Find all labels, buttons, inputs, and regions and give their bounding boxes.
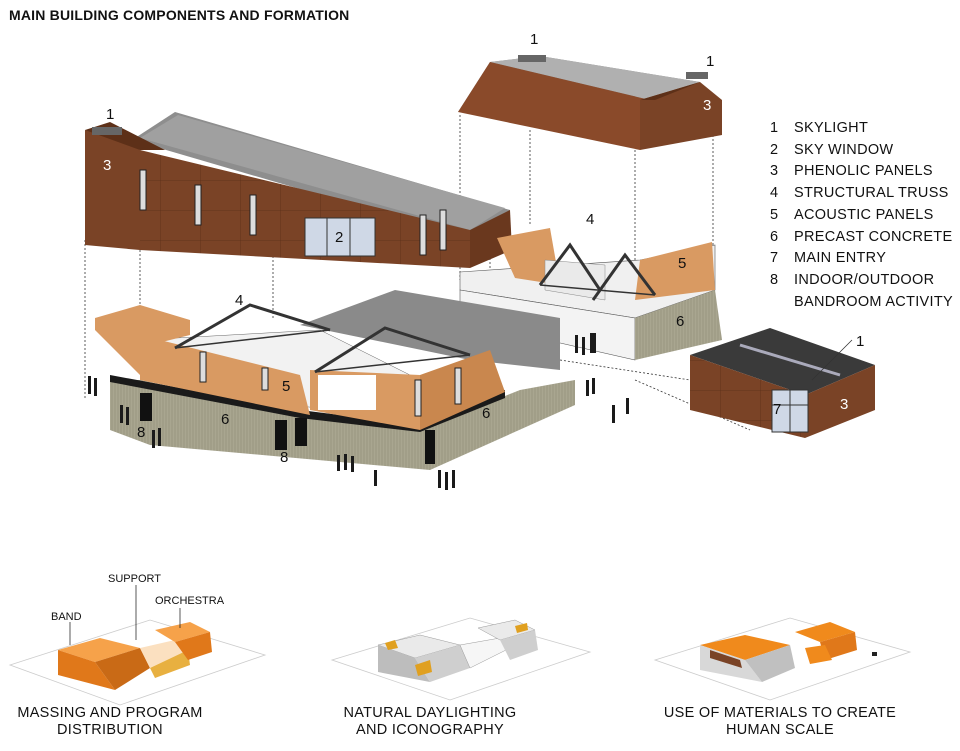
legend-label: SKY WINDOW <box>794 141 894 158</box>
materials-diagram <box>653 617 912 701</box>
callout-6-middle: 6 <box>676 313 684 330</box>
callout-6-main: 6 <box>221 411 229 428</box>
caption-line: MASSING AND PROGRAM <box>17 705 203 721</box>
legend-item: 3 PHENOLIC PANELS <box>770 161 960 183</box>
legend-label: PHENOLIC PANELS <box>794 163 933 180</box>
legend-number: 7 <box>770 250 779 267</box>
legend-label: ACOUSTIC PANELS <box>794 206 934 223</box>
callout-6-main-right: 6 <box>482 405 490 422</box>
legend-item: 4 STRUCTURAL TRUSS <box>770 183 960 205</box>
daylighting-diagram <box>330 617 592 701</box>
label-band: BAND <box>51 611 82 623</box>
legend-label: PRECAST CONCRETE <box>794 228 953 245</box>
page-title: MAIN BUILDING COMPONENTS AND FORMATION <box>9 7 350 23</box>
callout-3-upper-right: 3 <box>703 97 711 114</box>
legend-item: 2 SKY WINDOW <box>770 140 960 162</box>
upper-right-roof-module <box>458 55 722 150</box>
callout-1-upper-left: 1 <box>106 106 114 123</box>
legend-number: 4 <box>770 185 779 202</box>
legend-number: 6 <box>770 228 779 245</box>
component-legend: 1 SKYLIGHT 2 SKY WINDOW 3 PHENOLIC PANELS 4… <box>770 118 960 313</box>
callout-3-entry: 3 <box>840 396 848 413</box>
upper-left-roof-module <box>85 112 512 268</box>
callout-1-entry: 1 <box>856 333 864 350</box>
callout-5-main: 5 <box>282 378 290 395</box>
callout-7-entry: 7 <box>773 401 781 418</box>
caption-massing: MASSING AND PROGRAM DISTRIBUTION <box>10 705 210 739</box>
legend-number: 3 <box>770 163 779 180</box>
legend-item: 6 PRECAST CONCRETE <box>770 227 960 249</box>
legend-number: 2 <box>770 141 779 158</box>
legend-item: 7 MAIN ENTRY <box>770 248 960 270</box>
label-support: SUPPORT <box>108 573 161 585</box>
caption-line: DISTRIBUTION <box>57 722 163 738</box>
legend-label: MAIN ENTRY <box>794 250 887 267</box>
legend-number: 1 <box>770 120 779 136</box>
callout-8-front: 8 <box>280 449 288 466</box>
middle-truss-module <box>459 228 722 361</box>
caption-line: AND ICONOGRAPHY <box>356 722 504 738</box>
legend-number: 5 <box>770 206 779 223</box>
main-lower-building <box>95 290 575 470</box>
legend-item: 1 SKYLIGHT <box>770 118 960 140</box>
callout-1-upper-right: 1 <box>706 53 714 70</box>
label-orchestra: ORCHESTRA <box>155 595 225 607</box>
caption-line: NATURAL DAYLIGHTING <box>343 705 517 721</box>
legend-number: 8 <box>770 271 779 288</box>
callout-4-middle: 4 <box>586 211 594 228</box>
legend-label: STRUCTURAL TRUSS <box>794 185 949 202</box>
entry-module <box>690 328 875 438</box>
callout-4-main: 4 <box>235 292 243 309</box>
caption-line: USE OF MATERIALS TO CREATE <box>663 705 897 721</box>
caption-materials: USE OF MATERIALS TO CREATE HUMAN SCALE <box>660 705 900 739</box>
legend-item: 5 ACOUSTIC PANELS <box>770 205 960 227</box>
legend-label: INDOOR/OUTDOOR BANDROOM ACTIVITY <box>794 271 953 310</box>
legend-label: SKYLIGHT <box>794 120 869 136</box>
legend-item: 8 INDOOR/OUTDOOR BANDROOM ACTIVITY <box>770 270 960 313</box>
callout-3-upper-left: 3 <box>103 157 111 174</box>
caption-line: HUMAN SCALE <box>725 722 835 738</box>
callout-2-sky-window: 2 <box>335 229 343 246</box>
callout-8-left: 8 <box>137 424 145 441</box>
callout-5-middle: 5 <box>678 255 686 272</box>
people-silhouettes <box>88 333 629 490</box>
caption-daylighting: NATURAL DAYLIGHTING AND ICONOGRAPHY <box>330 705 530 739</box>
callout-1-top: 1 <box>530 31 538 48</box>
massing-diagram: BAND SUPPORT ORCHESTRA <box>8 573 267 706</box>
